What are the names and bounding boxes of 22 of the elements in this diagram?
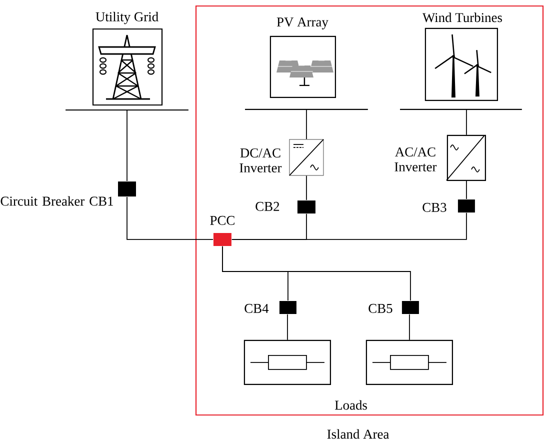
breaker-label: Circuit Breaker CB1: [0, 196, 113, 206]
breaker-label: CB4: [244, 304, 269, 313]
wire: [409, 314, 410, 340]
inverter-label: AC/AC Inverter: [394, 147, 437, 172]
wire: [306, 175, 307, 200]
area-title: Island Area: [327, 429, 389, 439]
group-label: Loads: [334, 400, 367, 410]
pcc-label: PCC: [210, 216, 234, 225]
source-title: Utility Grid: [96, 12, 158, 24]
wire: [306, 109, 307, 140]
wire: [126, 196, 214, 240]
breaker-label: CB3: [422, 202, 446, 212]
breaker-label: CB2: [256, 202, 280, 211]
source-title: PV Array: [276, 18, 328, 30]
wire: [231, 212, 467, 240]
wire: [287, 314, 288, 340]
wire: [466, 180, 467, 200]
source-title: Wind Turbines: [422, 12, 502, 22]
inverter-label: DC/AC Inverter: [240, 148, 282, 172]
breaker-label: CB5: [368, 304, 392, 313]
wire: [466, 109, 467, 136]
wire: [222, 246, 411, 301]
